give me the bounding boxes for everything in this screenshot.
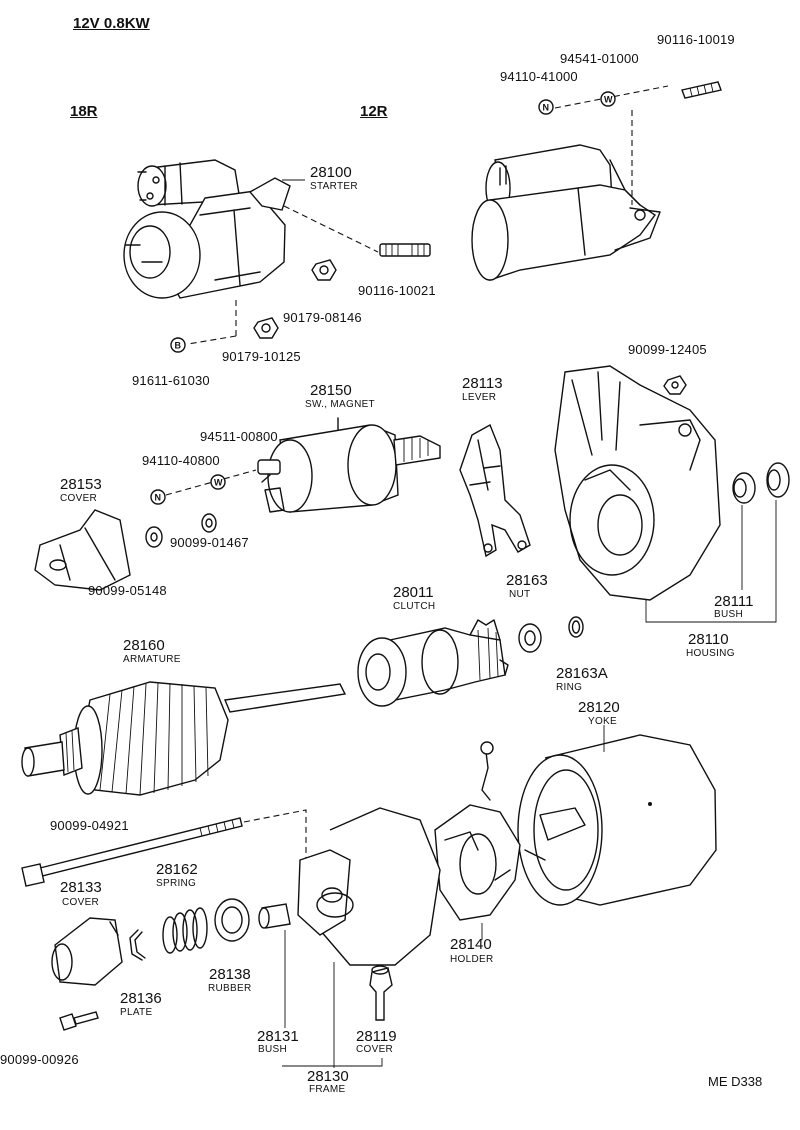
washer-marker-a: W [604,95,613,105]
part-number: 90099-05148 [88,583,167,598]
part-name: STARTER [310,181,358,192]
bush-28131-illustration [258,903,291,929]
nut-marker-a: N [543,103,550,113]
diagram-code: ME D338 [708,1074,763,1089]
cover-28153-illustration [34,509,131,591]
lever-illustration [459,424,531,558]
part-number: 90099-00926 [0,1052,79,1067]
part-name: HOUSING [686,648,735,659]
part-number: 90099-12405 [628,342,707,357]
part-number: 28113 [462,375,503,392]
bolt-marker: B [175,341,182,351]
starter-12r-illustration [471,144,661,281]
part-name: RING [556,682,583,693]
cover-plug-illustration [369,965,393,1021]
part-number: 94110-41000 [500,69,578,84]
part-number: 28119 [356,1028,397,1045]
part-name: ARMATURE [123,654,181,665]
nut-28163-illustration [518,623,542,653]
part-name: SW., MAGNET [305,399,375,410]
through-bolt-illustration [21,817,243,887]
washer-marker-b: W [214,478,223,488]
part-number: 90099-04921 [50,818,129,833]
part-name: SPRING [156,878,197,889]
part-number: 28120 [578,699,620,716]
part-number: 28136 [120,990,162,1007]
part-name: RUBBER [208,983,252,994]
part-number: 28163A [556,665,608,682]
part-number: 90116-10019 [657,32,735,47]
part-number: 28160 [123,637,165,654]
clutch-illustration [357,619,509,707]
yoke-illustration [517,734,717,906]
part-number: 90099-01467 [170,535,249,550]
part-name: PLATE [120,1007,153,1018]
part-name: BUSH [258,1044,287,1055]
part-number: 28153 [60,476,102,493]
part-number: 28130 [307,1068,349,1085]
part-name: COVER [356,1044,394,1055]
starter-18r-illustration [123,159,291,299]
variant-12r-heading: 12R [360,103,388,120]
end-cover-illustration [51,917,123,986]
variant-18r-heading: 18R [70,103,98,120]
brush-holder-illustration [434,741,521,921]
part-name: CLUTCH [393,601,436,612]
washer-90099-01467-illustration [201,513,217,533]
frame-illustration [297,807,441,966]
ring-28163A-illustration [568,616,584,638]
part-number: 28163 [506,572,548,589]
washer-90099-05148-illustration [145,526,163,548]
screw-illustration [59,1011,99,1031]
part-number: 28150 [310,382,352,399]
part-number: 28133 [60,879,102,896]
part-number: 90116-10021 [358,283,436,298]
part-name: YOKE [588,716,617,727]
part-number: 28110 [688,631,729,648]
nut-90179-10125-illustration [253,317,279,339]
part-number: 28138 [209,966,251,983]
part-number: 94110-40800 [142,453,220,468]
part-number: 90179-08146 [283,310,362,325]
part-name: NUT [509,589,531,600]
part-number: 28131 [257,1028,299,1045]
plate-illustration [129,929,146,961]
stud-90116-10021-illustration [379,243,431,257]
part-number: 28140 [450,936,492,953]
nut-90099-12405-illustration [663,375,687,395]
part-number: 90179-10125 [222,349,301,364]
part-name: COVER [60,493,98,504]
armature-illustration [21,681,347,796]
part-number: 28011 [393,584,434,601]
rubber-illustration [214,898,250,942]
magnet-switch-illustration [257,417,441,513]
stud-90116-10019-illustration [681,81,722,99]
part-name: FRAME [309,1084,346,1095]
nut-marker-b: N [155,493,162,503]
part-number: 28111 [714,593,754,610]
housing-illustration [554,365,721,601]
part-number: 91611-61030 [132,373,210,388]
part-name: BUSH [714,609,743,620]
part-number: 94541-01000 [560,51,639,66]
part-number: 94511-00800 [200,429,278,444]
nut-90179-08146-illustration [311,259,337,281]
part-name: COVER [62,897,100,908]
part-number: 28100 [310,164,352,181]
spring-illustration [162,907,208,954]
part-name: HOLDER [450,954,494,965]
part-name: LEVER [462,392,497,403]
part-number: 28162 [156,861,198,878]
bush-28111-illustration [732,462,790,504]
spec-heading: 12V 0.8KW [73,15,150,32]
